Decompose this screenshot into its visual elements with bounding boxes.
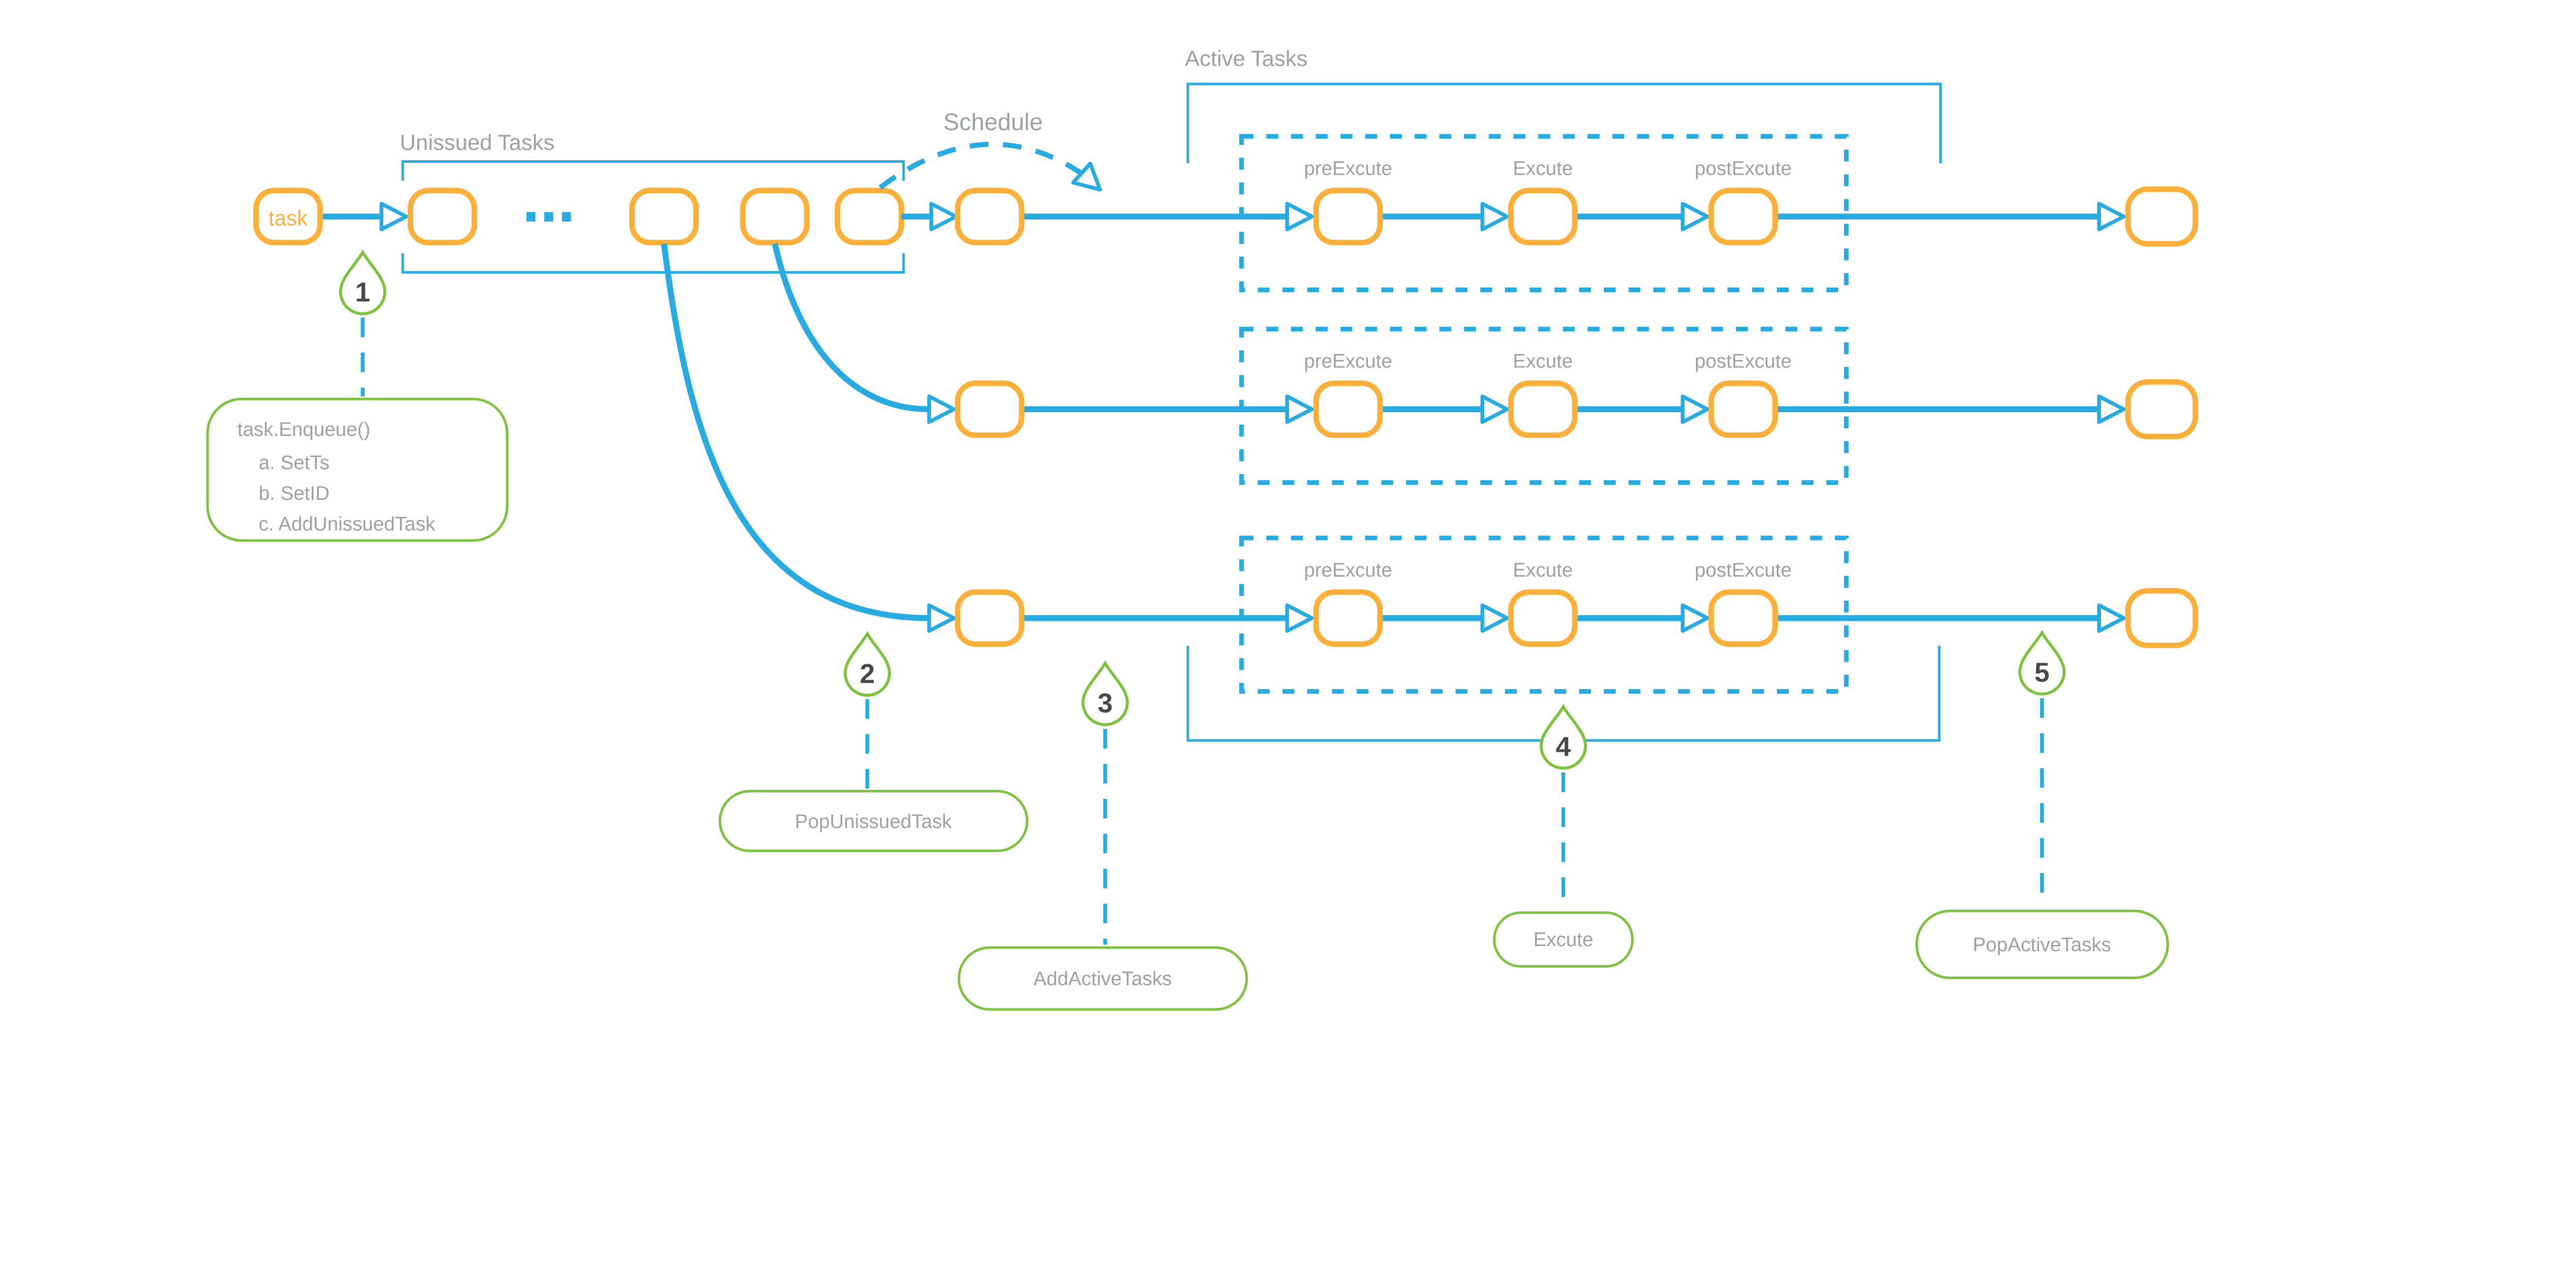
- row2-excute-label: Excute: [1513, 351, 1573, 373]
- row2-end-node: [2125, 379, 2198, 440]
- queue-node-4: [835, 188, 905, 246]
- row1-dotted-box: [1239, 134, 1849, 293]
- marker2-number: 2: [860, 659, 875, 689]
- row1-arrowhead-3: [1683, 204, 1707, 229]
- row1-excute-node: [1508, 188, 1578, 246]
- unissued-tasks-label: Unissued Tasks: [400, 130, 554, 155]
- row3-dotted-box: [1239, 535, 1849, 694]
- row1-excute-label: Excute: [1513, 158, 1573, 180]
- pop-unissued-task-label: PopUnissuedTask: [795, 811, 953, 833]
- row1-preexcute-label: preExcute: [1304, 158, 1392, 180]
- annotation-boxes: task.Enqueue() a. SetTs b. SetID c. AddU…: [206, 397, 2169, 1011]
- queue-node-2: [629, 188, 699, 246]
- marker4-number: 4: [1556, 732, 1571, 762]
- unissued-top-bracket: [401, 160, 905, 181]
- active-top-bracket: [1187, 82, 1942, 163]
- arrowhead-curve-row3: [929, 605, 954, 631]
- enqueue-annotation-box: [206, 397, 509, 542]
- row2-preexcute-node: [1313, 380, 1383, 438]
- active-tasks-label: Active Tasks: [1185, 46, 1308, 71]
- active-row-2: preExcute Excute postExcute: [955, 327, 2198, 485]
- row2-postexcute-node: [1708, 380, 1778, 438]
- schedule-section: Schedule: [878, 108, 1109, 199]
- excute-label: Excute: [1533, 929, 1593, 951]
- schedule-label: Schedule: [943, 108, 1043, 135]
- row1-arrowhead-1: [1287, 204, 1312, 229]
- row1-preexcute-node: [1313, 188, 1383, 246]
- active-row-3: preExcute Excute postExcute: [955, 535, 2198, 694]
- row1-postexcute-node: [1708, 188, 1778, 246]
- pop-unissued-task-box: [718, 789, 1029, 852]
- pop-active-tasks-box: [1915, 909, 2169, 980]
- row1-arrowhead-2: [1482, 204, 1507, 229]
- numbered-markers: 1 2 3 4 5: [341, 252, 2064, 945]
- marker5-number: 5: [2035, 657, 2049, 688]
- arrowhead-curve-row2: [929, 396, 954, 422]
- arrowhead-task-to-queue: [381, 204, 406, 229]
- row3-arrowhead-3: [1683, 605, 1707, 631]
- row1-postexcute-label: postExcute: [1694, 158, 1791, 180]
- row3-excute-label: Excute: [1513, 560, 1573, 581]
- row2-arrowhead-4: [2099, 396, 2124, 422]
- row3-arrowhead-2: [1482, 605, 1507, 631]
- task-entry-node: [253, 188, 323, 246]
- enqueue-annotation-title: task.Enqueue(): [238, 419, 370, 441]
- marker3-number: 3: [1097, 688, 1112, 718]
- row3-postexcute-label: postExcute: [1694, 560, 1791, 581]
- enqueue-annotation-item-a: a. SetTs: [259, 452, 329, 474]
- row2-excute-node: [1508, 380, 1578, 438]
- excute-box: [1493, 911, 1634, 968]
- pop-active-tasks-label: PopActiveTasks: [1973, 934, 2111, 956]
- row3-excute-node: [1508, 589, 1578, 647]
- active-row-1: preExcute Excute postExcute: [955, 134, 2198, 293]
- row2-arrowhead-2: [1482, 396, 1507, 422]
- row3-preexcute-label: preExcute: [1304, 560, 1392, 581]
- row2-preexcute-label: preExcute: [1304, 351, 1392, 373]
- row1-end-node: [2125, 186, 2198, 247]
- schedule-dashed-arc: [878, 142, 1087, 190]
- row2-arrowhead-3: [1683, 396, 1707, 422]
- row2-postexcute-label: postExcute: [1694, 351, 1791, 373]
- row2-schedule-node: [955, 380, 1025, 438]
- add-active-tasks-label: AddActiveTasks: [1033, 968, 1172, 990]
- row3-arrowhead-4: [2099, 605, 2124, 631]
- add-active-tasks-box: [957, 946, 1248, 1011]
- enqueue-annotation-item-b: b. SetID: [259, 483, 329, 504]
- row1-arrowhead-4: [2099, 204, 2124, 229]
- queue-node-3: [740, 188, 810, 246]
- enqueue-annotation-item-c: c. AddUnissuedTask: [259, 514, 436, 535]
- queue-ellipsis: ...: [522, 164, 575, 235]
- unissued-bottom-bracket: [401, 253, 905, 274]
- task-scheduler-flow-diagram: Unissued Tasks task ... Schedule Active …: [206, 46, 2198, 1011]
- arrowhead-queue-to-schedule: [931, 204, 956, 229]
- row3-end-node: [2125, 588, 2198, 648]
- pop-curve-to-row2: [772, 243, 929, 412]
- pop-curve-to-row3: [661, 243, 929, 621]
- marker1-number: 1: [355, 277, 370, 308]
- row2-arrowhead-1: [1287, 396, 1312, 422]
- queue-node-1: [408, 188, 478, 246]
- unissued-tasks-section: Unissued Tasks task ...: [253, 130, 956, 631]
- active-tasks-section: Active Tasks preExcute Excute postExcute: [955, 46, 2198, 742]
- task-entry-node-label: task: [268, 207, 308, 230]
- row1-schedule-node: [955, 188, 1025, 246]
- row3-postexcute-node: [1708, 589, 1778, 647]
- row3-preexcute-node: [1313, 589, 1383, 647]
- row3-arrowhead-1: [1287, 605, 1312, 631]
- row3-schedule-node: [955, 589, 1025, 647]
- row2-dotted-box: [1239, 327, 1849, 485]
